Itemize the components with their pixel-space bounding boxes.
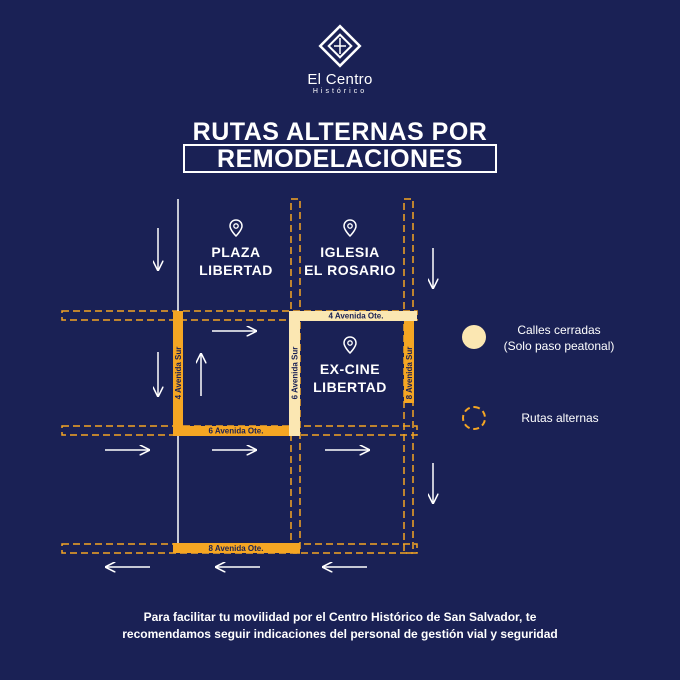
place-name-line1: PLAZA [211, 244, 261, 260]
segment-4-avenida-sur [173, 311, 183, 435]
brand-name: El Centro [307, 71, 373, 88]
closed-4-avenida-ote [289, 311, 417, 321]
segment-6-avenida-ote [173, 426, 300, 436]
place-name-line2: LIBERTAD [199, 262, 273, 278]
legend-closed-swatch [462, 325, 486, 349]
footer-line2: recomendamos seguir indicaciones del per… [122, 627, 558, 641]
place-iglesia-el-rosario: IGLESIA EL ROSARIO [300, 219, 400, 279]
footer-note: Para facilitar tu movilidad por el Centr… [0, 609, 680, 643]
legend-closed: Calles cerradas (Solo paso peatonal) [490, 322, 628, 354]
location-pin-icon [343, 336, 357, 354]
direction-arrows [105, 228, 433, 567]
place-ex-cine-libertad: EX-CINE LIBERTAD [300, 336, 400, 396]
page-title-boxed: REMODELACIONES [183, 144, 497, 173]
brand-subtitle: Histórico [312, 88, 368, 95]
place-plaza-libertad: PLAZA LIBERTAD [186, 219, 286, 279]
segment-8-avenida-ote [173, 543, 300, 553]
route-8-avenida-sur [403, 198, 414, 554]
label-4-avenida-ote: 4 Avenida Ote. [329, 312, 384, 321]
closed-6-avenida-sur [289, 311, 300, 436]
legend-closed-sublabel: (Solo paso peatonal) [503, 339, 615, 353]
route-4-avenida-ote [61, 310, 418, 321]
label-4-avenida-sur: 4 Avenida Sur [174, 347, 183, 400]
legend-alternate-swatch [462, 406, 486, 430]
orange-route-segments [173, 311, 414, 553]
place-name-line2: EL ROSARIO [304, 262, 396, 278]
page-title: RUTAS ALTERNAS POR [192, 118, 488, 146]
legend-alternate-label: Rutas alternas [521, 411, 599, 425]
location-pin-icon [343, 219, 357, 237]
place-name-line1: IGLESIA [320, 244, 380, 260]
brand-emblem-icon [318, 24, 362, 68]
label-8-avenida-sur: 8 Avenida Sur [405, 347, 414, 400]
segment-8-avenida-sur [404, 315, 414, 403]
legend-closed-label: Calles cerradas [517, 323, 601, 337]
label-6-avenida-ote: 6 Avenida Ote. [209, 427, 264, 436]
closed-streets [289, 311, 417, 436]
label-8-avenida-ote: 8 Avenida Ote. [209, 544, 264, 553]
place-name-line2: LIBERTAD [313, 379, 387, 395]
label-6-avenida-sur: 6 Avenida Sur [291, 347, 300, 400]
brand-logo: El Centro Histórico [300, 24, 380, 96]
location-pin-icon [229, 219, 243, 237]
place-name-line1: EX-CINE [319, 361, 381, 377]
footer-line1: Para facilitar tu movilidad por el Centr… [143, 610, 537, 624]
